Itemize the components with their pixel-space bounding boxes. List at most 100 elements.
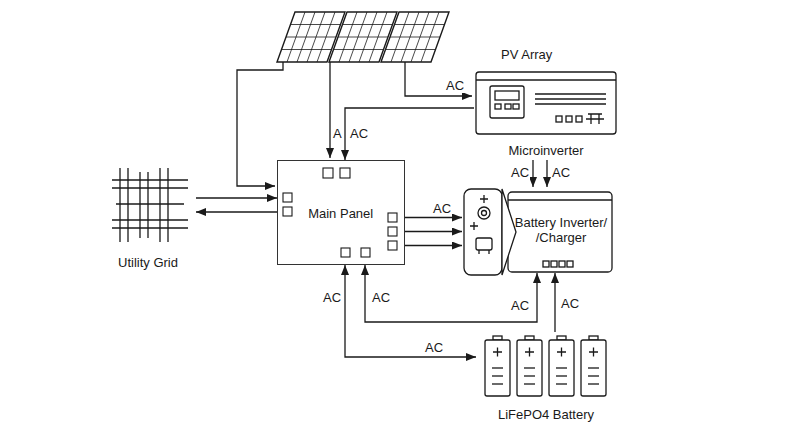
utility-grid: Utility Grid: [100, 160, 196, 272]
battery-inverter-device: [502, 189, 516, 275]
battery-cells: [517, 340, 542, 396]
solar-panels: [349, 12, 367, 62]
battery-cells: [492, 383, 503, 384]
microinverter-device: [576, 116, 582, 122]
node-label: Utility Grid: [118, 255, 178, 270]
solar-panels: [339, 12, 357, 62]
connector: [365, 265, 537, 322]
panel-wires: [237, 62, 472, 186]
utility-grid-icon: [159, 168, 160, 242]
battery-cells: [524, 375, 535, 376]
panel-terminals: [323, 168, 333, 178]
battery-inverter-device: [567, 261, 573, 267]
array-label: PV Array: [500, 47, 553, 62]
utility-grid-icon: [112, 227, 188, 228]
microinverter-device: [490, 86, 524, 118]
battery-cells: [492, 375, 503, 376]
microinverter-device: [495, 104, 501, 109]
battery-inverter-device: [464, 189, 502, 275]
battery-cells: [524, 367, 535, 368]
solar-panels: [401, 12, 419, 62]
battery-inverter-device: [478, 207, 490, 219]
utility-grid-icon: [127, 168, 128, 242]
solar-panels: [277, 12, 449, 62]
connector: [546, 160, 547, 187]
signal-label: A: [332, 126, 343, 141]
panel-terminals: [283, 193, 292, 202]
battery-cells: [589, 348, 598, 357]
panel-terminals: [388, 241, 397, 250]
battery-inverter-device: [476, 238, 492, 250]
utility-grid-icon: [112, 168, 188, 242]
solar-panels: [338, 37, 388, 38]
node-label: Microinverter: [508, 143, 583, 158]
battery-cells: [556, 375, 567, 376]
microinverter-device: [535, 98, 606, 99]
battery-cells: [588, 383, 599, 384]
battery-inverter: Battery Inverter/ /Charger: [462, 187, 614, 273]
solar-panels: [307, 12, 325, 62]
solar-panels: [297, 12, 315, 62]
battery-inverter-device: [470, 195, 488, 230]
battery-cells: [556, 383, 567, 384]
panel-terminals: [340, 168, 350, 178]
battery-cells: [524, 383, 535, 384]
panel-terminals: [341, 248, 350, 257]
battery-cells: [588, 375, 599, 376]
battery-inverter-device: [508, 199, 612, 200]
solar-panels: [390, 37, 440, 38]
panel-terminals: [283, 168, 397, 257]
microinverter-device: [586, 114, 604, 124]
microinverter-device: [535, 103, 606, 104]
connector: [405, 217, 462, 218]
node-label: Battery Inverter/ /Charger: [512, 215, 610, 245]
panel-terminals: [388, 227, 397, 236]
microinverter-device: [556, 116, 562, 122]
solar-panels: [359, 12, 377, 62]
utility-grid-icon: [116, 203, 184, 204]
microinverter-device: [535, 93, 606, 94]
battery-inverter-device: [508, 192, 612, 272]
connector: [196, 211, 277, 212]
connector: [196, 197, 277, 198]
battery-cells: [485, 340, 510, 396]
battery-cells: [493, 348, 502, 357]
battery-cells: [492, 367, 503, 368]
edge-label: AC: [432, 201, 452, 216]
solar-panels: [381, 12, 449, 62]
battery-cells: [557, 348, 566, 357]
battery-inverter-device: [479, 250, 489, 254]
edge-label: AC: [560, 296, 580, 311]
connector: [405, 231, 462, 232]
battery-cells: [581, 340, 606, 396]
solar-panels: [386, 49, 436, 50]
microinverter-device: [495, 91, 519, 100]
battery-cells: [485, 336, 606, 396]
panel-box: Main Panel: [277, 160, 405, 265]
microinverter-device: [566, 116, 572, 122]
microinverter-device: [476, 72, 616, 134]
battery-inverter-device: [482, 211, 487, 216]
battery-cells: [556, 367, 567, 368]
utility-grid-icon: [119, 168, 120, 242]
utility-grid-icon: [112, 187, 188, 188]
battery-bank: LiFePO4 Battery: [476, 332, 616, 424]
node-label: Main Panel: [308, 206, 373, 221]
connector: [554, 273, 555, 332]
microinverter-device: [505, 104, 511, 109]
microinverter-device: [513, 104, 519, 109]
solar-panels: [286, 37, 336, 38]
signal-label: AC: [371, 290, 391, 305]
edge-label: AC: [551, 165, 571, 180]
solar-panels: [287, 12, 305, 62]
microinverter: Microinverter: [474, 68, 618, 160]
battery-cells: [549, 340, 574, 396]
panel-wires: [405, 62, 472, 96]
solar-panels: [421, 12, 439, 62]
microinverter-device: [476, 79, 616, 80]
battery-inverter-device: [559, 261, 565, 267]
node-label: LiFePO4 Battery: [498, 407, 594, 422]
battery-cells: [525, 348, 534, 357]
solar-panels: [411, 12, 429, 62]
